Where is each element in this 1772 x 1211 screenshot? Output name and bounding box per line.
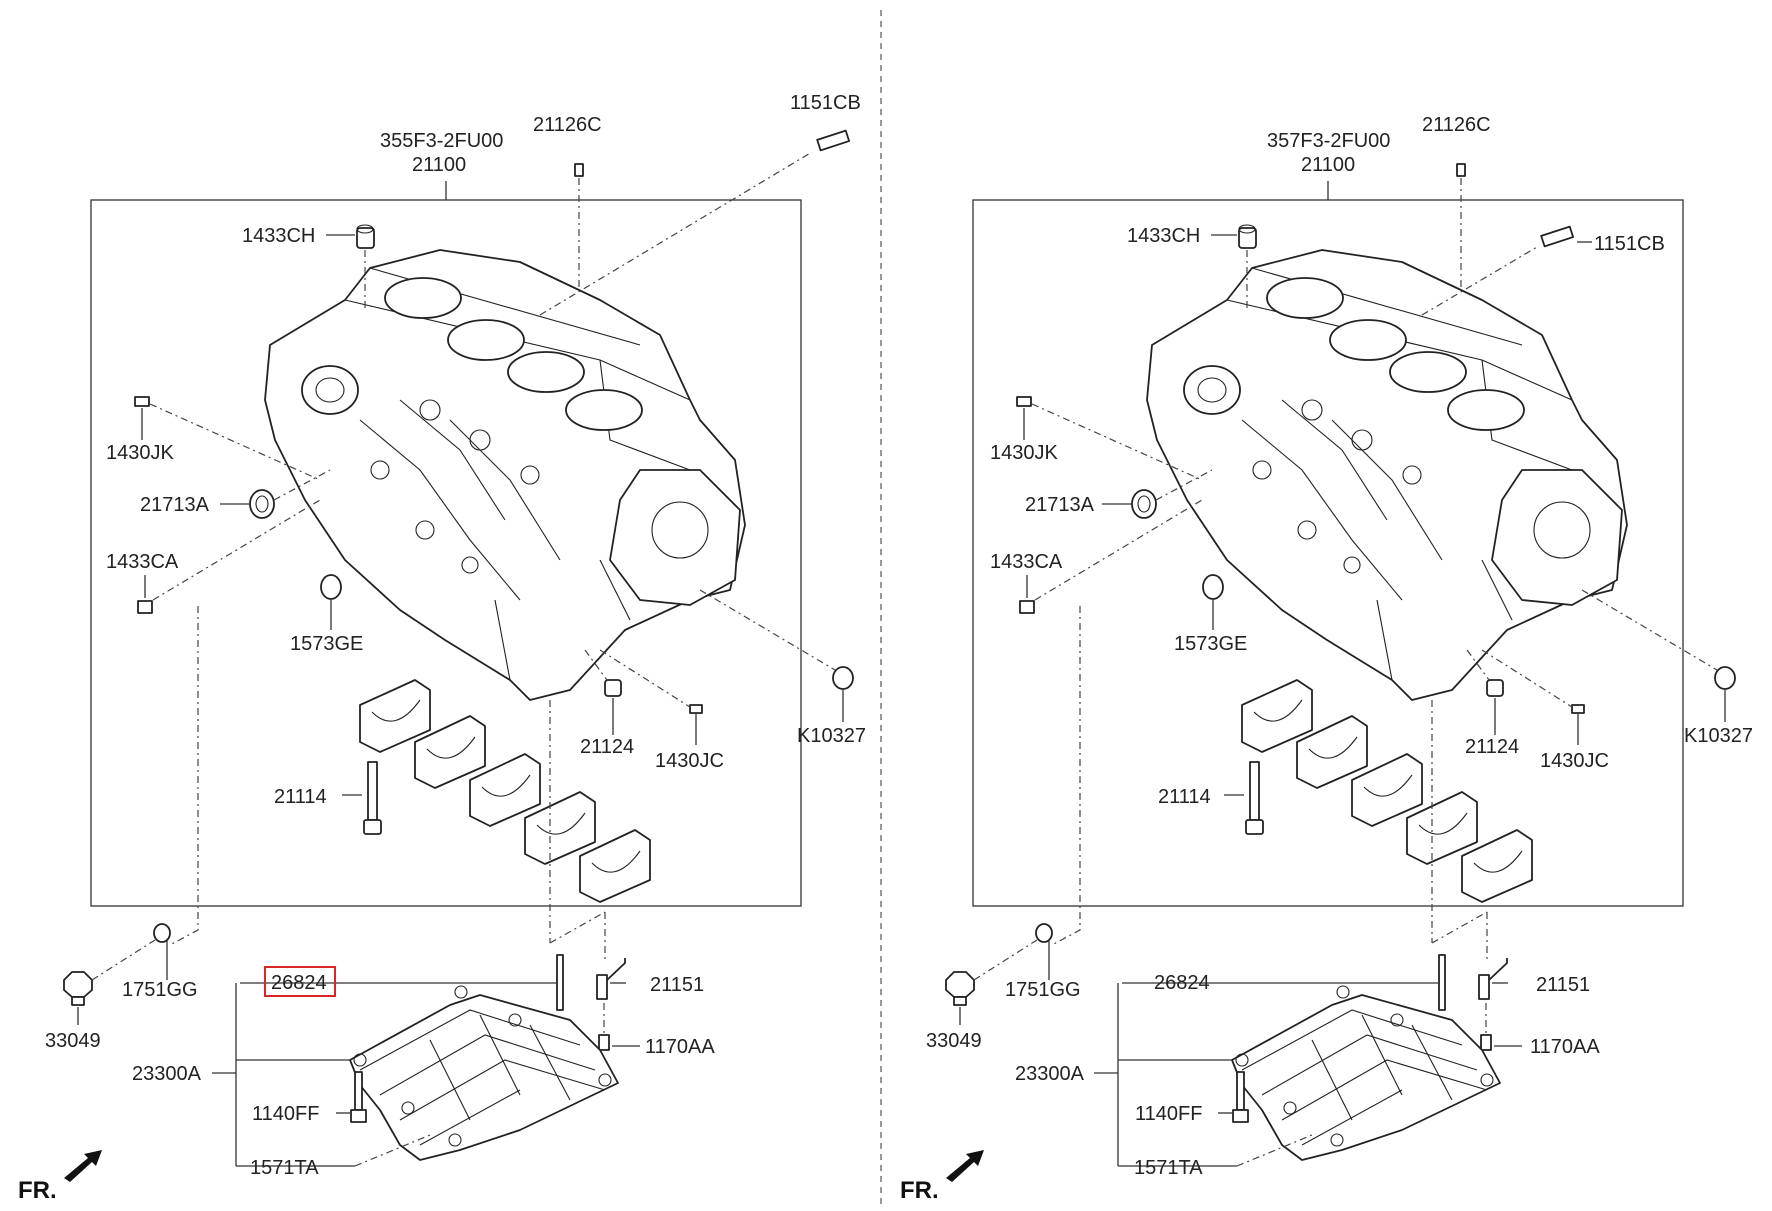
label-21124[interactable]: 21124 <box>580 736 634 758</box>
label-1751GG[interactable]: 1751GG <box>1005 979 1081 1001</box>
label-21100[interactable]: 21100 <box>1301 154 1355 176</box>
label-1151CB[interactable]: 1151CB <box>790 92 861 114</box>
label-block-code[interactable]: 355F3-2FU00 <box>380 130 503 152</box>
label-1571TA[interactable]: 1571TA <box>250 1157 319 1179</box>
label-21713A[interactable]: 21713A <box>140 494 210 516</box>
label-33049[interactable]: 33049 <box>45 1030 101 1052</box>
label-block-code[interactable]: 357F3-2FU00 <box>1267 130 1390 152</box>
label-23300A[interactable]: 23300A <box>132 1063 202 1085</box>
label-21126C[interactable]: 21126C <box>533 114 602 136</box>
label-26824[interactable]: 26824 <box>271 972 327 994</box>
label-1430JC[interactable]: 1430JC <box>655 750 724 772</box>
label-1140FF[interactable]: 1140FF <box>1135 1103 1202 1125</box>
label-21114[interactable]: 21114 <box>1158 786 1211 808</box>
panel-right: 357F3-2FU00 21100 21126C 1151CB 1433CH 1… <box>900 114 1753 1204</box>
label-1170AA[interactable]: 1170AA <box>645 1036 715 1058</box>
label-1433CH[interactable]: 1433CH <box>1127 225 1200 247</box>
label-1573GE[interactable]: 1573GE <box>1174 633 1247 655</box>
plug-1151cb <box>1421 225 1592 316</box>
label-21124[interactable]: 21124 <box>1465 736 1519 758</box>
label-1751GG[interactable]: 1751GG <box>122 979 198 1001</box>
label-1433CH[interactable]: 1433CH <box>242 225 315 247</box>
label-21151[interactable]: 21151 <box>650 974 704 996</box>
label-21713A[interactable]: 21713A <box>1025 494 1095 516</box>
fr-label: FR. <box>900 1177 939 1204</box>
label-1433CA[interactable]: 1433CA <box>990 551 1063 573</box>
label-33049[interactable]: 33049 <box>926 1030 982 1052</box>
label-1430JK[interactable]: 1430JK <box>106 442 174 464</box>
label-23300A[interactable]: 23300A <box>1015 1063 1085 1085</box>
label-1573GE[interactable]: 1573GE <box>290 633 363 655</box>
label-K10327[interactable]: K10327 <box>1684 725 1753 747</box>
label-1170AA[interactable]: 1170AA <box>1530 1036 1600 1058</box>
label-21100[interactable]: 21100 <box>412 154 466 176</box>
label-1140FF[interactable]: 1140FF <box>252 1103 319 1125</box>
label-1433CA[interactable]: 1433CA <box>106 551 179 573</box>
fr-label: FR. <box>18 1177 57 1204</box>
label-1430JC[interactable]: 1430JC <box>1540 750 1609 772</box>
highlight-box-26824 <box>264 966 336 997</box>
label-21114[interactable]: 21114 <box>274 786 327 808</box>
panel-left: 355F3-2FU00 21100 21126C 1151CB 1433CH 1… <box>18 92 866 1204</box>
label-26824[interactable]: 26824 <box>1154 972 1210 994</box>
label-21151[interactable]: 21151 <box>1536 974 1590 996</box>
label-1151CB[interactable]: 1151CB <box>1594 233 1665 255</box>
label-K10327[interactable]: K10327 <box>797 725 866 747</box>
label-1430JK[interactable]: 1430JK <box>990 442 1058 464</box>
label-1571TA[interactable]: 1571TA <box>1134 1157 1203 1179</box>
label-21126C[interactable]: 21126C <box>1422 114 1491 136</box>
plug-1151cb <box>539 129 851 316</box>
